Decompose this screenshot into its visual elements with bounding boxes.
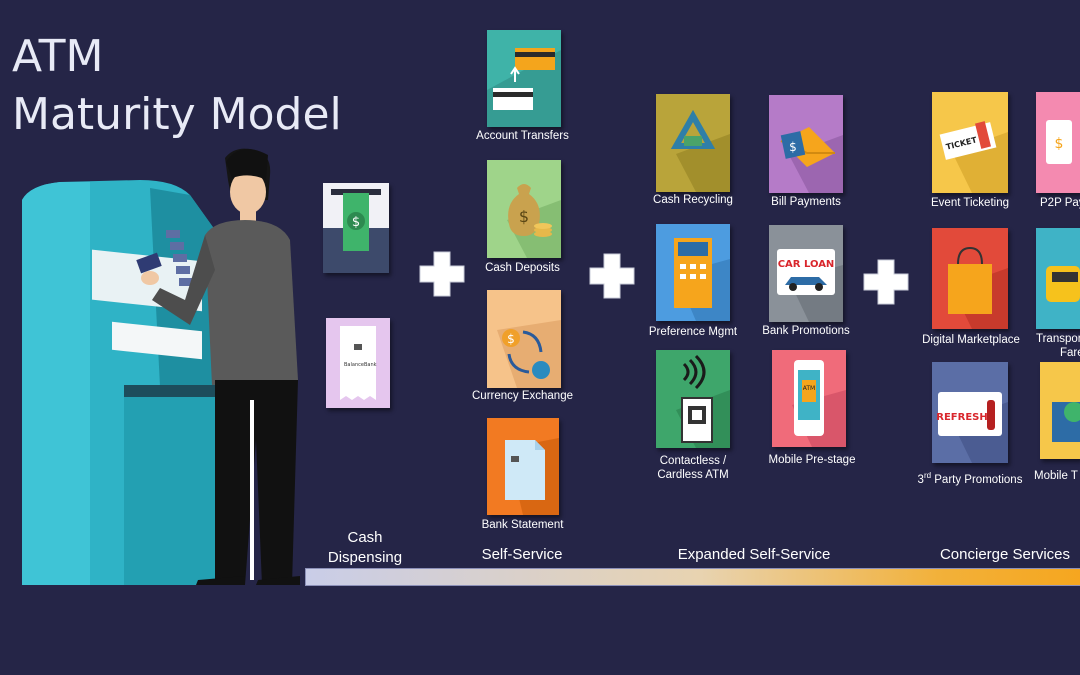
label-third-party-number: 3 xyxy=(917,473,924,486)
svg-text:REFRESH: REFRESH xyxy=(936,412,987,423)
atm-user-illustration xyxy=(22,148,300,585)
label-transport-line-2: Fare xyxy=(1060,347,1080,359)
tile-third-party-promotions: REFRESH xyxy=(932,362,1008,463)
tile-receipt: Balance Bank xyxy=(326,318,390,408)
tile-bill-payments: $ xyxy=(769,95,843,193)
tile-transport-fare xyxy=(1036,228,1080,329)
tile-cash-dispense: $ xyxy=(323,183,389,273)
page-title: ATM Maturity Model xyxy=(12,28,342,144)
svg-text:ATM: ATM xyxy=(803,385,815,392)
envelope-icon: $ xyxy=(769,95,843,193)
stage-expanded-self-service: Expanded Self-Service xyxy=(677,546,831,563)
taxi-icon xyxy=(1036,228,1080,329)
atm-keypad-icon xyxy=(656,224,730,321)
label-contactless-line-2: Cardless ATM xyxy=(657,469,729,481)
label-event-ticketing: Event Ticketing xyxy=(931,197,1009,209)
label-currency-exchange: Currency Exchange xyxy=(472,390,573,402)
tile-mobile-top-up xyxy=(1040,362,1080,459)
cash-dispense-icon: $ xyxy=(323,183,389,273)
refresh-drink-icon: REFRESH xyxy=(932,362,1008,463)
stage-cash-dispensing: Cash Dispensing xyxy=(325,528,405,568)
tile-event-ticketing: TICKET xyxy=(932,92,1008,193)
currency-exchange-icon: $ xyxy=(487,290,561,388)
tile-p2p-payments: $ xyxy=(1036,92,1080,193)
stage-cash-dispensing-line-1: Cash xyxy=(347,529,383,546)
tile-preference-mgmt xyxy=(656,224,730,321)
tile-account-transfers xyxy=(487,30,561,127)
mobile-atm-icon: ATM xyxy=(772,350,846,447)
money-bag-icon: $ xyxy=(487,160,561,258)
label-cash-recycling: Cash Recycling xyxy=(653,194,733,206)
label-contactless-line-1: Contactless / xyxy=(659,455,727,467)
stage-concierge-services: Concierge Services xyxy=(939,546,1071,563)
document-icon xyxy=(487,418,559,515)
stage-cash-dispensing-line-2: Dispensing xyxy=(327,549,403,566)
tile-bank-statement xyxy=(487,418,559,515)
label-transport-line-1: Transpor xyxy=(1036,333,1080,345)
title-line-2: Maturity Model xyxy=(12,89,342,140)
tile-cash-recycling xyxy=(656,94,730,192)
label-account-transfers: Account Transfers xyxy=(476,130,569,142)
label-preference-mgmt: Preference Mgmt xyxy=(648,326,738,338)
svg-text:$: $ xyxy=(352,215,360,230)
tile-currency-exchange: $ xyxy=(487,290,561,388)
plus-icon xyxy=(419,251,465,297)
label-contactless: Contactless / Cardless ATM xyxy=(640,454,746,482)
label-third-party-promotions: 3rd Party Promotions xyxy=(905,469,1035,487)
tile-cash-deposits: $ xyxy=(487,160,561,258)
svg-text:Bank: Bank xyxy=(364,362,377,368)
ticket-icon: TICKET xyxy=(932,92,1008,193)
svg-text:CAR LOAN: CAR LOAN xyxy=(778,259,835,270)
label-third-party-text: Party Promotions xyxy=(931,473,1023,486)
title-line-1: ATM xyxy=(12,31,104,82)
tile-mobile-prestage: ATM xyxy=(772,350,846,447)
car-loan-icon: CAR LOAN xyxy=(769,225,843,322)
svg-text:$: $ xyxy=(519,207,529,226)
label-digital-marketplace: Digital Marketplace xyxy=(922,334,1020,346)
receipt-icon: Balance Bank xyxy=(326,318,390,408)
shopping-bag-icon xyxy=(932,228,1008,329)
label-transport-fare: Transpor Fare xyxy=(1036,332,1080,360)
svg-text:$: $ xyxy=(789,140,797,154)
plus-icon xyxy=(589,253,635,299)
svg-text:$: $ xyxy=(507,332,515,346)
label-third-party-suffix: rd xyxy=(923,471,932,480)
label-cash-deposits: Cash Deposits xyxy=(485,262,560,274)
label-bank-statement: Bank Statement xyxy=(481,519,564,531)
stage-self-service: Self-Service xyxy=(481,546,563,563)
tile-bank-promotions: CAR LOAN xyxy=(769,225,843,322)
svg-text:Balance: Balance xyxy=(344,362,364,368)
label-mobile-prestage: Mobile Pre-stage xyxy=(768,454,856,466)
plus-icon xyxy=(863,259,909,305)
svg-text:$: $ xyxy=(1055,136,1064,152)
mobile-wallet-icon xyxy=(1040,362,1080,459)
label-bank-promotions: Bank Promotions xyxy=(762,325,850,337)
tile-digital-marketplace xyxy=(932,228,1008,329)
maturity-progress-bar xyxy=(305,568,1080,586)
label-bill-payments: Bill Payments xyxy=(771,196,841,208)
account-transfers-icon xyxy=(487,30,561,127)
label-mobile-top-up: Mobile T xyxy=(1034,470,1078,482)
label-p2p-payments: P2P Pay xyxy=(1040,197,1080,209)
tile-contactless xyxy=(656,350,730,448)
p2p-phone-icon: $ xyxy=(1036,92,1080,193)
contactless-phone-icon xyxy=(656,350,730,448)
recycle-icon xyxy=(656,94,730,192)
